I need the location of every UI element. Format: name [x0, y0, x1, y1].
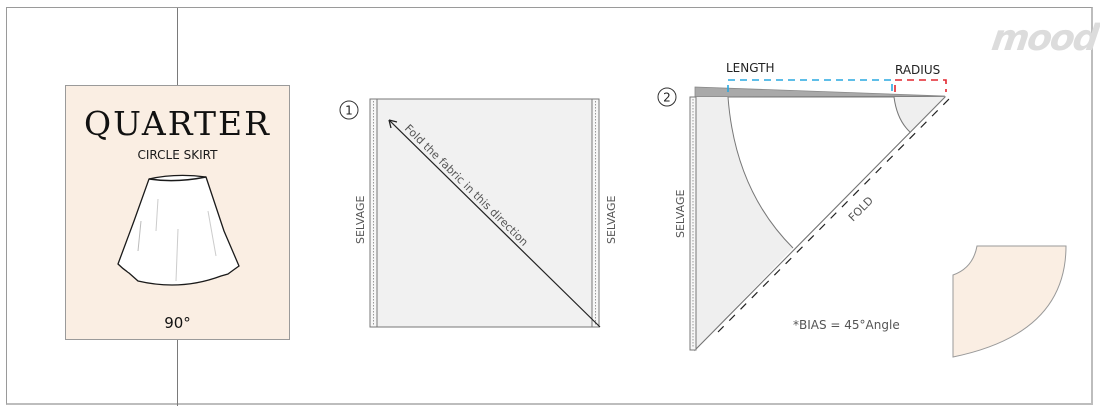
step-2-badge	[657, 87, 677, 107]
folded-top-strip	[694, 86, 946, 98]
waist-arc	[893, 96, 911, 133]
fold-label: FOLD	[846, 194, 876, 224]
diagram-frame	[6, 7, 1093, 405]
bias-note: *BIAS = 45°Angle	[793, 318, 900, 332]
step-1: 1 Fold the fabric in this direction SELV…	[339, 98, 618, 328]
card-subtitle: CIRCLE SKIRT	[137, 148, 218, 162]
step-1-number: 1	[345, 104, 353, 118]
card-angle: 90°	[164, 314, 191, 332]
selvage-label-left: SELVAGE	[354, 195, 367, 244]
brand-watermark: mood	[989, 18, 1100, 59]
selvage-label-right: SELVAGE	[605, 195, 618, 244]
arrow-head-icon	[388, 119, 398, 129]
quarter-circle-pattern-piece	[952, 245, 1067, 358]
radius-label: RADIUS	[895, 63, 940, 77]
length-label: LENGTH	[726, 61, 774, 75]
card-title: QUARTER	[84, 104, 271, 143]
selvage-label: SELVAGE	[674, 189, 687, 238]
hem-arc	[727, 96, 794, 249]
fold-line	[717, 94, 954, 333]
step-1-badge	[339, 100, 359, 120]
skirt-illustration-icon	[117, 174, 240, 286]
step-2-number: 2	[663, 91, 671, 105]
fold-direction-arrow	[388, 119, 601, 328]
length-bracket	[727, 79, 893, 92]
radius-bracket	[894, 79, 947, 92]
title-card: QUARTER CIRCLE SKIRT 90°	[65, 85, 290, 340]
step-2: 2 FOLD SELVAGE LENGTH RADIUS	[657, 61, 954, 352]
